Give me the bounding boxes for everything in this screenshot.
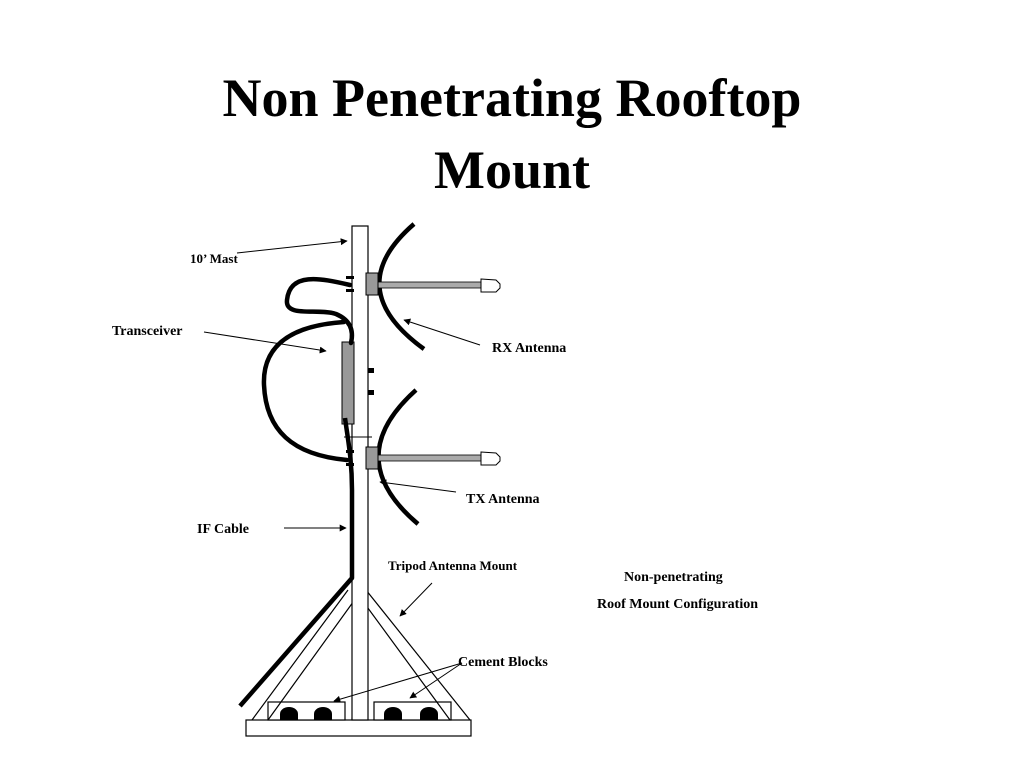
callout-arrows <box>203 238 481 703</box>
rx-antenna <box>346 222 501 351</box>
base-plate <box>245 719 472 737</box>
if-cable <box>238 417 355 708</box>
cement-block-right <box>373 701 452 721</box>
title-line-2: Mount <box>433 140 590 200</box>
cement-block-left <box>267 701 346 721</box>
label-transceiver: Transceiver <box>112 324 183 339</box>
title-line-1: Non Penetrating Rooftop <box>222 68 802 128</box>
label-roof-mount-config: Roof Mount Configuration <box>597 597 759 612</box>
label-if-cable: IF Cable <box>197 522 249 537</box>
page-title: Non Penetrating Rooftop Mount <box>0 62 1024 206</box>
label-cement-blocks: Cement Blocks <box>458 655 548 670</box>
label-mast: 10’ Mast <box>190 251 238 266</box>
label-non-penetrating: Non-penetrating <box>624 570 723 585</box>
label-tripod-mount: Tripod Antenna Mount <box>388 558 518 573</box>
cable-loop <box>261 276 355 463</box>
label-tx-antenna: TX Antenna <box>466 492 540 507</box>
tx-antenna <box>346 388 501 526</box>
mast <box>351 225 369 721</box>
label-rx-antenna: RX Antenna <box>492 341 567 356</box>
